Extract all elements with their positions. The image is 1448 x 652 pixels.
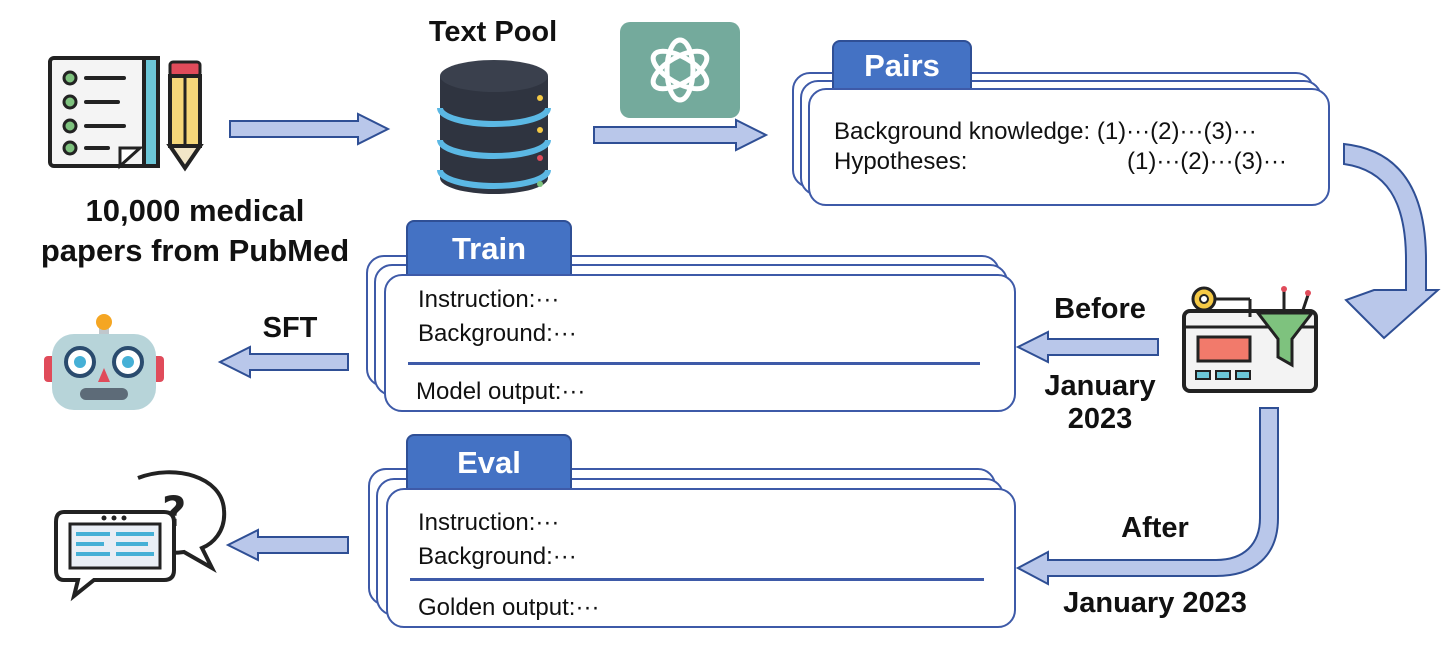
eval-output: Golden output:···	[418, 594, 600, 621]
arrow-eval-to-chat	[225, 528, 349, 562]
robot-icon	[44, 314, 164, 410]
train-background: Background:···	[418, 320, 577, 347]
before-date-line2: 2023	[1067, 403, 1133, 435]
pairs-card	[808, 88, 1330, 206]
arrow-train-to-robot	[217, 345, 349, 379]
after-date: January 2023	[1063, 587, 1247, 619]
eval-background: Background:···	[418, 543, 577, 570]
before-label: Before	[1054, 293, 1146, 325]
arrow-filter-to-train	[1015, 330, 1159, 364]
sources-title-line2: papers from PubMed	[40, 233, 350, 268]
pairs-hypotheses-values: (1)···(2)···(3)···	[1127, 148, 1287, 175]
before-date: January 2023	[1030, 370, 1170, 436]
before-date-line1: January	[1044, 370, 1156, 402]
eval-card	[386, 488, 1016, 628]
text-pool-title: Text Pool	[428, 16, 558, 48]
openai-logo-icon	[620, 22, 740, 118]
train-output: Model output:···	[416, 378, 586, 405]
pairs-tab: Pairs	[832, 40, 972, 92]
train-instruction: Instruction:···	[418, 286, 560, 313]
pairs-hypotheses-label: Hypotheses:	[834, 148, 968, 175]
sources-title: 10,000 medical papers from PubMed	[10, 191, 380, 271]
filter-dashboard-icon	[1182, 286, 1318, 393]
train-card	[384, 274, 1016, 412]
database-icon	[437, 60, 551, 194]
arrow-pool-to-pairs	[593, 118, 769, 152]
papers-pencil-icon	[48, 56, 204, 172]
pairs-background-label: Background knowledge: (1)···(2)···(3)···	[834, 118, 1257, 145]
after-label: After	[1121, 512, 1189, 544]
eval-divider	[410, 578, 984, 581]
train-tab: Train	[406, 220, 572, 278]
eval-tab: Eval	[406, 434, 572, 492]
sources-title-line1: 10,000 medical	[85, 193, 305, 228]
chat-question-icon: ?	[54, 470, 227, 602]
arrow-papers-to-pool	[229, 112, 391, 146]
arrow-filter-to-eval	[1015, 407, 1279, 586]
eval-instruction: Instruction:···	[418, 509, 560, 536]
train-divider	[408, 362, 980, 365]
arrow-pairs-to-filter	[1343, 142, 1441, 340]
sft-label: SFT	[262, 312, 318, 344]
